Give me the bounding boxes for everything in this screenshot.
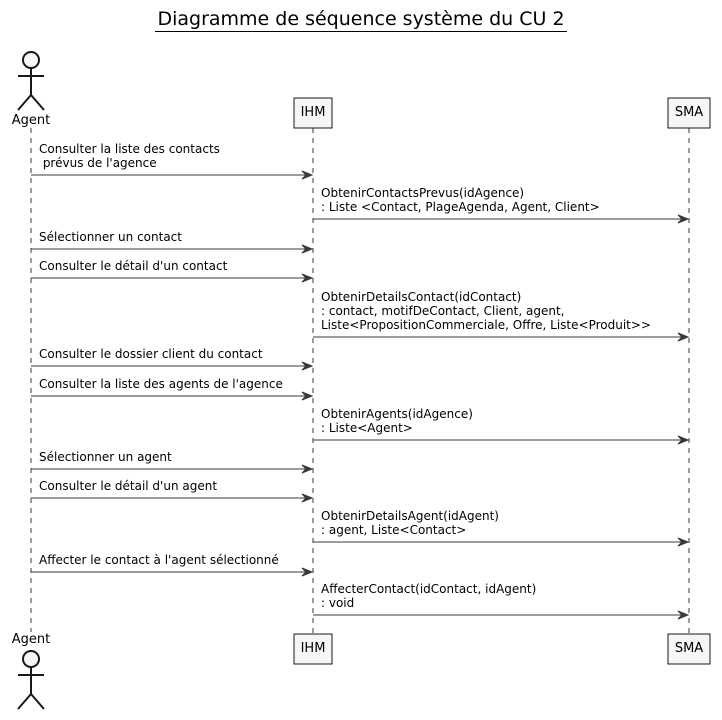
- message-arrow-head: [677, 214, 690, 224]
- diagram-title: Diagramme de séquence système du CU 2: [0, 8, 722, 32]
- message-label: Affecter le contact à l'agent sélectionn…: [39, 553, 279, 567]
- message-label: Consulter le dossier client du contact: [39, 347, 263, 361]
- actor-agent-bottom-icon: [17, 650, 45, 710]
- message-arrow-head: [301, 493, 314, 503]
- message-label: : void: [321, 596, 355, 610]
- message-label: Consulter le détail d'un contact: [39, 259, 228, 273]
- participant-ihm-bottom-label: IHM: [300, 641, 326, 656]
- message-label: ObtenirDetailsContact(idContact): [321, 290, 522, 304]
- message-label: AffecterContact(idContact, idAgent): [321, 582, 537, 596]
- message-arrow-head: [301, 170, 314, 180]
- message-arrow-head: [677, 435, 690, 445]
- message-label: : agent, Liste<Contact>: [321, 523, 467, 537]
- message-arrow-head: [301, 273, 314, 283]
- message-arrow-head: [301, 567, 314, 577]
- message-label: ObtenirContactsPrevus(idAgence): [321, 186, 525, 200]
- message-arrow-head: [301, 464, 314, 474]
- message-label: : Liste <Contact, PlageAgenda, Agent, Cl…: [321, 200, 600, 214]
- actor-agent-bottom-label: Agent: [11, 632, 51, 647]
- message-arrow-head: [301, 244, 314, 254]
- message-label: Consulter la liste des contacts: [39, 142, 220, 156]
- participant-sma-bottom: [667, 633, 711, 665]
- participant-sma-top-label: SMA: [674, 105, 704, 120]
- message-arrows: [31, 170, 690, 620]
- message-arrow-head: [301, 361, 314, 371]
- message-label: Consulter le détail d'un agent: [39, 479, 218, 493]
- message-label: Sélectionner un agent: [39, 450, 172, 464]
- participant-ihm-top: [293, 97, 333, 129]
- message-label: Sélectionner un contact: [39, 230, 182, 244]
- participant-ihm-bottom: [293, 633, 333, 665]
- message-label: : Liste<Agent>: [321, 421, 413, 435]
- actor-agent-top-icon: [17, 51, 45, 111]
- message-label: Liste<PropositionCommerciale, Offre, Lis…: [321, 318, 651, 332]
- message-label: Consulter la liste des agents de l'agenc…: [39, 377, 283, 391]
- message-arrow-head: [677, 332, 690, 342]
- message-arrow-head: [301, 391, 314, 401]
- diagram-title-text: Diagramme de séquence système du CU 2: [155, 8, 567, 32]
- actor-agent-top-label: Agent: [11, 113, 51, 128]
- message-arrow-head: [677, 610, 690, 620]
- message-label: ObtenirDetailsAgent(idAgent): [321, 509, 499, 523]
- message-label: : contact, motifDeContact, Client, agent…: [321, 304, 565, 318]
- participant-sma-bottom-label: SMA: [674, 641, 704, 656]
- participant-ihm-top-label: IHM: [300, 105, 326, 120]
- message-label: prévus de l'agence: [39, 156, 157, 170]
- message-arrow-head: [677, 537, 690, 547]
- message-label: ObtenirAgents(idAgence): [321, 407, 473, 421]
- participant-sma-top: [667, 97, 711, 129]
